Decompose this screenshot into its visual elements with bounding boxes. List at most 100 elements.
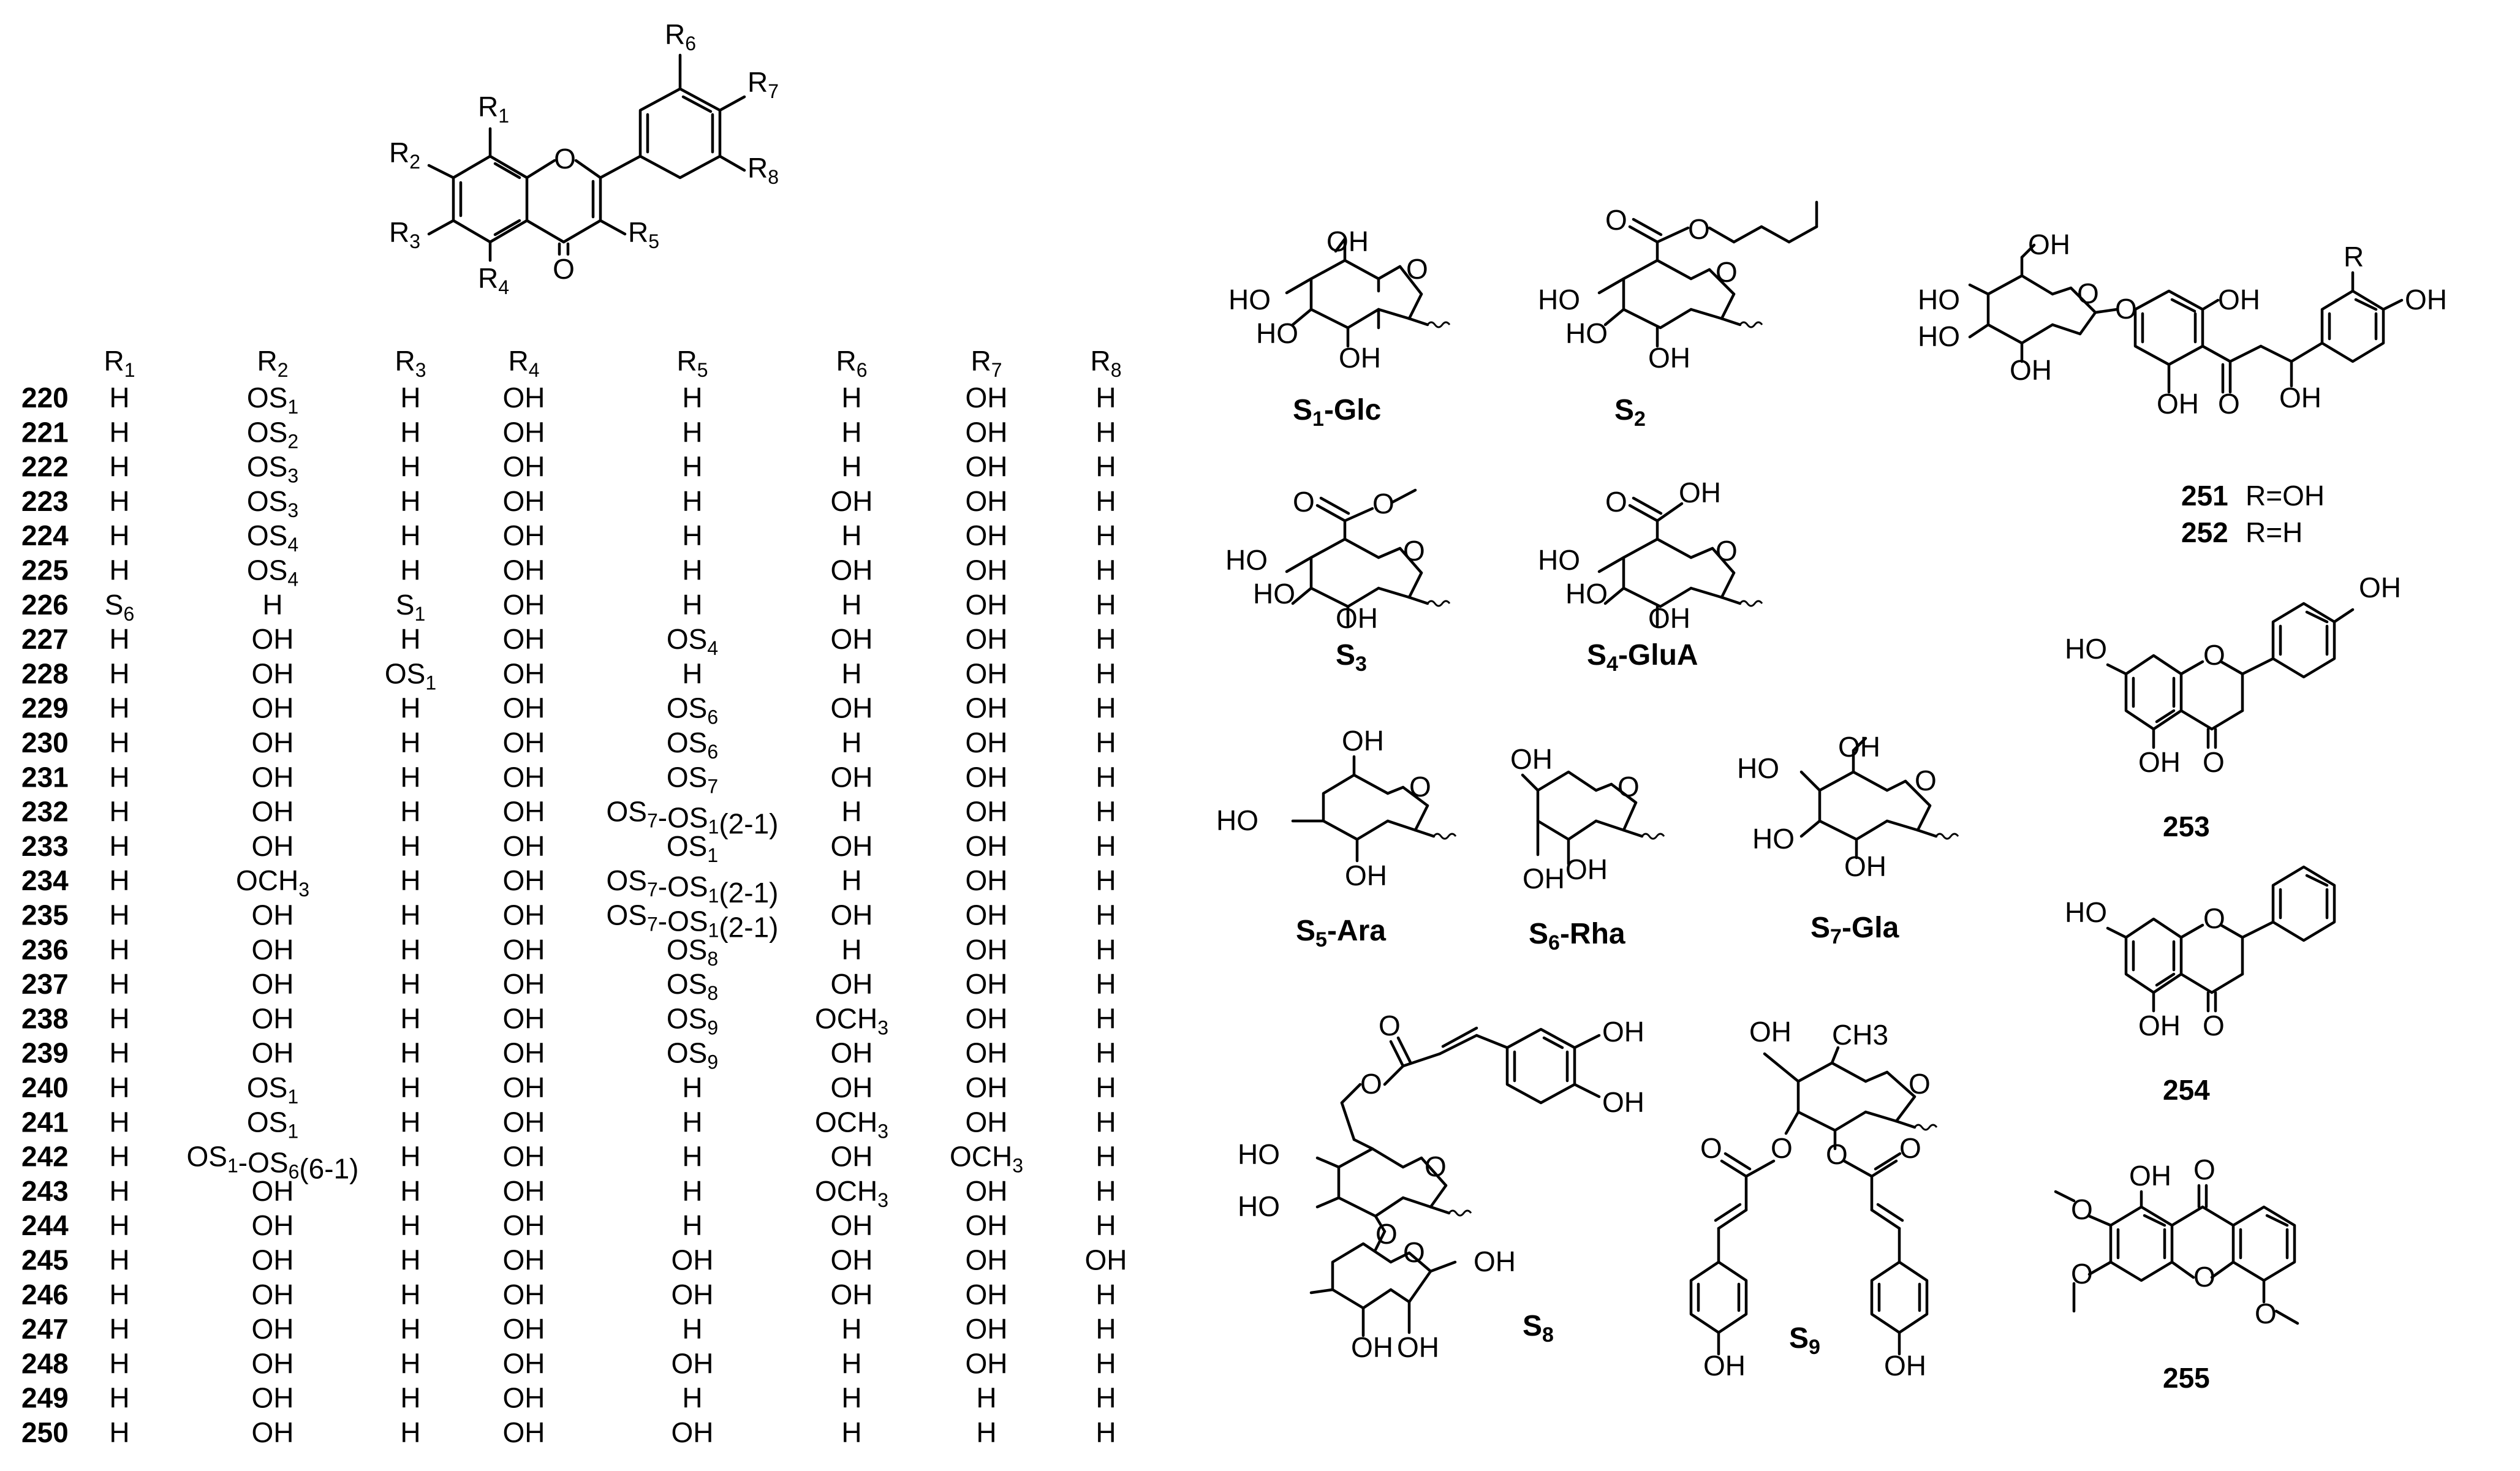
table-cell-r4: OH — [503, 1416, 545, 1448]
table-cell-r1: H — [109, 1416, 129, 1448]
table-cell-r4: OH — [503, 485, 545, 517]
table-cell-r8: H — [1095, 1313, 1116, 1345]
s5-ara-label: S5-Ara — [1296, 915, 1386, 951]
table-cell-r8: H — [1095, 934, 1116, 966]
table-header-r8: R8 — [1090, 345, 1121, 381]
table-cell-r3: H — [400, 1106, 420, 1138]
table-cell-r3: H — [400, 692, 420, 724]
table-cell-r4: OH — [503, 1106, 545, 1138]
c251-glc-c3-oh: HO — [1918, 320, 1960, 352]
table-cell-r8: H — [1095, 416, 1116, 448]
table-cell-r1: H — [109, 657, 129, 689]
table-cell-r6: OH — [831, 1072, 873, 1103]
s2-carbonyl-o: O — [1605, 204, 1627, 236]
table-cell-r6: H — [841, 1416, 861, 1448]
row-compound-id: 237 — [21, 968, 69, 1000]
s4-acid-oh: OH — [1679, 477, 1721, 509]
table-cell-r7: OH — [966, 1209, 1008, 1241]
table-cell-r3: H — [400, 623, 420, 655]
table-cell-r7: OH — [966, 830, 1008, 862]
s4-glua-label: S4-GluA — [1587, 639, 1698, 676]
table-cell-r1: H — [109, 1209, 129, 1241]
s8-glycosidic-o: O — [1375, 1218, 1398, 1250]
table-cell-r6: H — [841, 864, 861, 896]
c253-a-ring-ho: HO — [2065, 633, 2107, 665]
c255-ring-o: O — [2193, 1261, 2215, 1293]
table-cell-r4: OH — [503, 416, 545, 448]
c251-glc-c2-oh: OH — [2010, 354, 2052, 386]
compound-255: OH O O O O O 255 — [2054, 1154, 2299, 1394]
table-cell-r2: OH — [252, 1382, 294, 1414]
table-cell-r1: H — [109, 520, 129, 551]
table-cell-r8: H — [1095, 1279, 1116, 1310]
table-cell-r7: OH — [966, 899, 1008, 931]
s2-ring-o: O — [1716, 256, 1738, 288]
table-cell-r2: OS3 — [247, 451, 298, 487]
table-cell-r8: H — [1095, 1072, 1116, 1103]
s9-phenol-oh-right: OH — [1884, 1350, 1926, 1382]
table-cell-r1: H — [109, 451, 129, 483]
table-header-r3: R3 — [395, 345, 426, 381]
table-cell-r2: OH — [252, 1002, 294, 1034]
c251-a-ring-oh-top: OH — [2218, 284, 2260, 316]
table-cell-r7: OH — [966, 968, 1008, 1000]
table-cell-r3: H — [400, 1037, 420, 1069]
c255-oh: OH — [2129, 1160, 2171, 1192]
c253-b-ring-oh: OH — [2359, 572, 2401, 603]
table-cell-r1: H — [109, 416, 129, 448]
table-cell-r6: OCH3 — [815, 1106, 888, 1142]
table-cell-r2: OS1 — [247, 1072, 298, 1108]
table-cell-r3: H — [400, 1279, 420, 1310]
table-cell-r2: OH — [252, 1279, 294, 1310]
table-cell-r4: OH — [503, 1141, 545, 1173]
table-cell-r5: OH — [672, 1416, 714, 1448]
s8-c3-oh: HO — [1238, 1190, 1280, 1222]
table-cell-r4: OH — [503, 657, 545, 689]
row-compound-id: 225 — [21, 554, 69, 586]
c251-glc-ring-o: O — [2077, 278, 2099, 309]
row-compound-id: 241 — [21, 1106, 69, 1138]
table-cell-r5: H — [682, 1313, 702, 1345]
table-cell-r2: OS2 — [247, 416, 298, 452]
table-cell-r2: OH — [252, 1244, 294, 1276]
table-cell-r7: OH — [966, 1244, 1008, 1276]
table-cell-r8: H — [1095, 1382, 1116, 1414]
compound-254: HO O OH O 254 — [2065, 865, 2336, 1106]
table-cell-r6: H — [841, 657, 861, 689]
table-cell-r6: OH — [831, 692, 873, 724]
table-cell-r5: H — [682, 1382, 702, 1414]
table-cell-r4: OH — [503, 1244, 545, 1276]
sugar-s8: O OH OH HO HO O O OH OH OH O O S8 — [1238, 1010, 1644, 1363]
table-cell-r8: H — [1095, 968, 1116, 1000]
s7-c2-oh: OH — [1844, 850, 1886, 882]
table-cell-r1: H — [109, 1313, 129, 1345]
table-cell-r1: H — [109, 727, 129, 758]
table-cell-r4: OH — [503, 623, 545, 655]
row-compound-id: 223 — [21, 485, 69, 517]
table-cell-r6: OH — [831, 485, 873, 517]
table-header-r6: R6 — [836, 345, 867, 381]
s1-c4-oh: HO — [1228, 284, 1271, 316]
s9-carbonyl-o-right: O — [1899, 1132, 1921, 1164]
compound-254-id: 254 — [2163, 1074, 2210, 1106]
s6-rha-label: S6-Rha — [1529, 918, 1625, 955]
table-header-r7: R7 — [971, 345, 1002, 381]
row-compound-id: 248 — [21, 1347, 69, 1379]
table-cell-r2: OH — [252, 761, 294, 793]
table-cell-r2: OH — [252, 623, 294, 655]
s7-oh-axial: OH — [1838, 731, 1880, 763]
s7-ring-o: O — [1915, 765, 1937, 796]
table-cell-r4: OH — [503, 1072, 545, 1103]
row-compound-id: 228 — [21, 657, 69, 689]
s9-c5-oh: OH — [1749, 1016, 1792, 1048]
s7-gla-label: S7-Gla — [1811, 912, 1899, 948]
s8-inner-oh: OH — [1474, 1246, 1516, 1277]
c253-a-ring-oh: OH — [2138, 746, 2181, 778]
s3-ring-o: O — [1403, 535, 1425, 567]
table-cell-r1: H — [109, 382, 129, 414]
row-compound-id: 235 — [21, 899, 69, 931]
c251-carbonyl-o: O — [2218, 388, 2240, 420]
